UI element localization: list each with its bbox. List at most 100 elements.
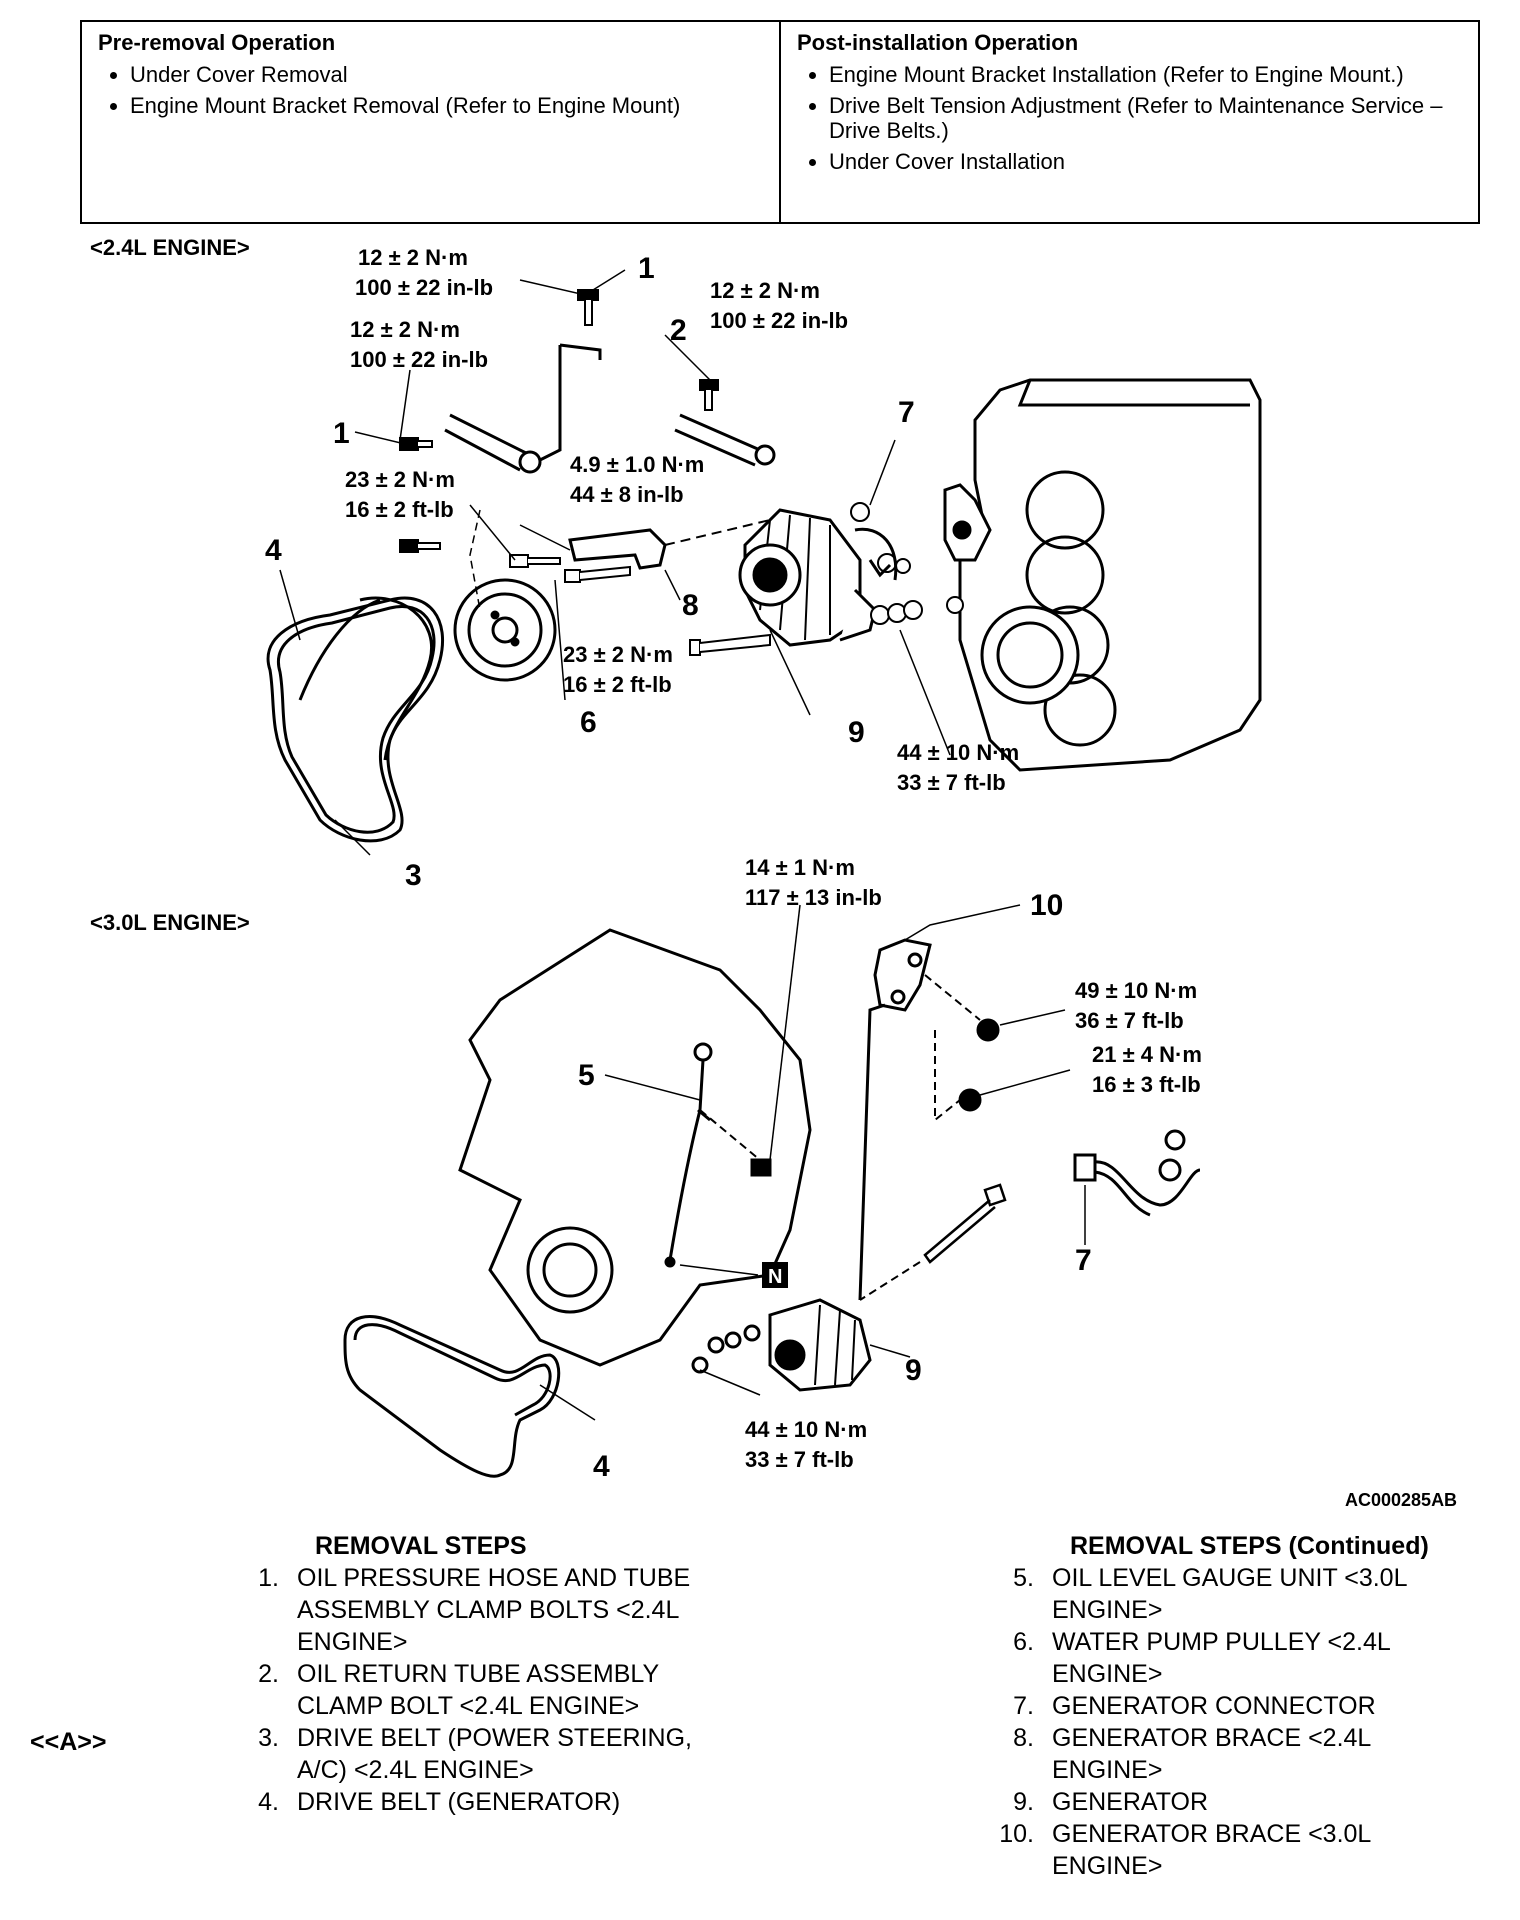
step-text: GENERATOR CONNECTOR: [1052, 1692, 1376, 1720]
step-number: 2.: [258, 1660, 279, 1688]
torque-label: 12 ± 2 N·m: [710, 278, 820, 303]
engine-block-30: [458, 928, 812, 1367]
step-text: DRIVE BELT (GENERATOR): [297, 1788, 621, 1816]
oil-tubes-24: [444, 343, 776, 474]
operations-box: Pre-removal Operation Under Cover Remova…: [80, 20, 1480, 224]
torque-label: 33 ± 7 ft-lb: [745, 1447, 854, 1472]
torque-label: 16 ± 2 ft-lb: [563, 672, 672, 697]
step-text: GENERATOR: [1052, 1788, 1209, 1816]
torque-label: 23 ± 2 N·m: [345, 467, 455, 492]
step-number: 4.: [258, 1788, 279, 1816]
step-text: GENERATOR BRACE <2.4L ENGINE>: [1052, 1724, 1371, 1784]
leader-lines-24: [279, 269, 951, 856]
callout-number: 4: [265, 534, 282, 567]
generator-24: [738, 508, 877, 647]
torque-label: 21 ± 4 N·m: [1092, 1042, 1202, 1067]
torque-label: 100 ± 22 in-lb: [355, 275, 493, 300]
torque-label: 44 ± 10 N·m: [897, 740, 1019, 765]
torque-label: 44 ± 8 in-lb: [570, 482, 684, 507]
step-text: WATER PUMP PULLEY <2.4L ENGINE>: [1052, 1628, 1390, 1688]
list-item: 2. OIL RETURN TUBE ASSEMBLY CLAMP BOLT <2…: [235, 1658, 727, 1722]
torque-label: 12 ± 2 N·m: [358, 245, 468, 270]
callout-number: 7: [898, 396, 915, 429]
callout-number: 1: [638, 252, 655, 285]
section-label-30: <3.0L ENGINE>: [90, 910, 250, 935]
torque-label: 33 ± 7 ft-lb: [897, 770, 1006, 795]
list-item: 7. GENERATOR CONNECTOR: [990, 1690, 1452, 1722]
post-installation-section: Post-installation Operation Engine Mount…: [781, 22, 1478, 222]
step-number: 10.: [999, 1820, 1034, 1848]
generator-brace-24: [568, 519, 771, 570]
callout-number: 8: [682, 589, 699, 622]
water-pump-pulley: [453, 578, 557, 682]
callout-number: 9: [848, 716, 865, 749]
exploded-diagram: <2.4L ENGINE>: [90, 235, 1262, 1483]
engine-block-24: [943, 378, 1262, 772]
list-item: 1. OIL PRESSURE HOSE AND TUBE ASSEMBLY CL…: [235, 1562, 727, 1658]
list-item: 3. DRIVE BELT (POWER STEERING, A/C) <2.4L…: [235, 1722, 727, 1786]
torque-label: 12 ± 2 N·m: [350, 317, 460, 342]
n-marker-text: N: [768, 1266, 782, 1288]
removal-steps-right: REMOVAL STEPS (Continued) 5. OIL LEVEL GA…: [990, 1530, 1452, 1882]
torque-label: 16 ± 2 ft-lb: [345, 497, 454, 522]
n-marker-badge: N: [762, 1262, 788, 1288]
torque-label: 100 ± 22 in-lb: [710, 308, 848, 333]
torque-label: 36 ± 7 ft-lb: [1075, 1008, 1184, 1033]
torque-label: 44 ± 10 N·m: [745, 1417, 867, 1442]
list-item: 9. GENERATOR: [990, 1786, 1452, 1818]
post-installation-item: Engine Mount Bracket Installation (Refer…: [829, 62, 1462, 87]
torque-label: 4.9 ± 1.0 N·m: [570, 452, 704, 477]
callout-number: 7: [1075, 1244, 1092, 1277]
bolts-24: [399, 289, 964, 656]
list-item: 6. WATER PUMP PULLEY <2.4L ENGINE>: [990, 1626, 1452, 1690]
callout-number: 10: [1030, 889, 1063, 922]
callout-number: 6: [580, 706, 597, 739]
removal-steps-left: REMOVAL STEPS 1. OIL PRESSURE HOSE AND TU…: [235, 1530, 727, 1818]
figure-code: AC000285AB: [1345, 1490, 1458, 1510]
step-text: GENERATOR BRACE <3.0L ENGINE>: [1052, 1820, 1371, 1880]
torque-label: 49 ± 10 N·m: [1075, 978, 1197, 1003]
list-item: 8. GENERATOR BRACE <2.4L ENGINE>: [990, 1722, 1452, 1786]
list-item: 4. DRIVE BELT (GENERATOR): [235, 1786, 727, 1818]
oil-level-gauge: [664, 1042, 772, 1268]
torque-label: 117 ± 13 in-lb: [745, 885, 882, 910]
pre-removal-item: Under Cover Removal: [130, 62, 763, 87]
note-reference: <<A>>: [30, 1728, 107, 1756]
generator-connector-30: [1073, 1129, 1201, 1217]
step-text: OIL LEVEL GAUGE UNIT <3.0L ENGINE>: [1052, 1564, 1407, 1624]
removal-steps-title: REMOVAL STEPS: [315, 1532, 527, 1560]
step-text: DRIVE BELT (POWER STEERING, A/C) <2.4L E…: [297, 1724, 692, 1784]
post-installation-item: Drive Belt Tension Adjustment (Refer to …: [829, 93, 1462, 143]
step-text: OIL RETURN TUBE ASSEMBLY CLAMP BOLT <2.4…: [297, 1660, 659, 1720]
torque-label: 14 ± 1 N·m: [745, 855, 855, 880]
drive-belt-24: [266, 596, 445, 843]
step-number: 5.: [1013, 1564, 1034, 1592]
generator-connector-24: [854, 527, 898, 581]
step-number: 3.: [258, 1724, 279, 1752]
pre-removal-section: Pre-removal Operation Under Cover Remova…: [82, 22, 781, 222]
torque-label: 100 ± 22 in-lb: [350, 347, 488, 372]
step-number: 7.: [1013, 1692, 1034, 1720]
step-number: 8.: [1013, 1724, 1034, 1752]
list-item: 5. OIL LEVEL GAUGE UNIT <3.0L ENGINE>: [990, 1562, 1452, 1626]
callout-number: 1: [333, 417, 350, 450]
drive-belt-30: [343, 1315, 561, 1478]
callout-number: 9: [905, 1354, 922, 1387]
removal-steps-title: REMOVAL STEPS (Continued): [1070, 1532, 1429, 1560]
callout-number: 5: [578, 1059, 595, 1092]
step-number: 9.: [1013, 1788, 1034, 1816]
callout-number: 2: [670, 314, 687, 347]
section-label-24: <2.4L ENGINE>: [90, 235, 250, 260]
generator-bolt-30: [859, 1183, 1007, 1301]
pre-removal-title: Pre-removal Operation: [98, 30, 336, 55]
step-number: 6.: [1013, 1628, 1034, 1656]
step-text: OIL PRESSURE HOSE AND TUBE ASSEMBLY CLAM…: [297, 1564, 691, 1656]
list-item: 10. GENERATOR BRACE <3.0L ENGINE>: [990, 1818, 1452, 1882]
pre-removal-item: Engine Mount Bracket Removal (Refer to E…: [130, 93, 763, 118]
step-number: 1.: [258, 1564, 279, 1592]
callout-number: 3: [405, 859, 422, 892]
post-installation-title: Post-installation Operation: [797, 30, 1079, 55]
callout-number: 4: [593, 1450, 610, 1483]
torque-label: 16 ± 3 ft-lb: [1092, 1072, 1201, 1097]
torque-label: 23 ± 2 N·m: [563, 642, 673, 667]
